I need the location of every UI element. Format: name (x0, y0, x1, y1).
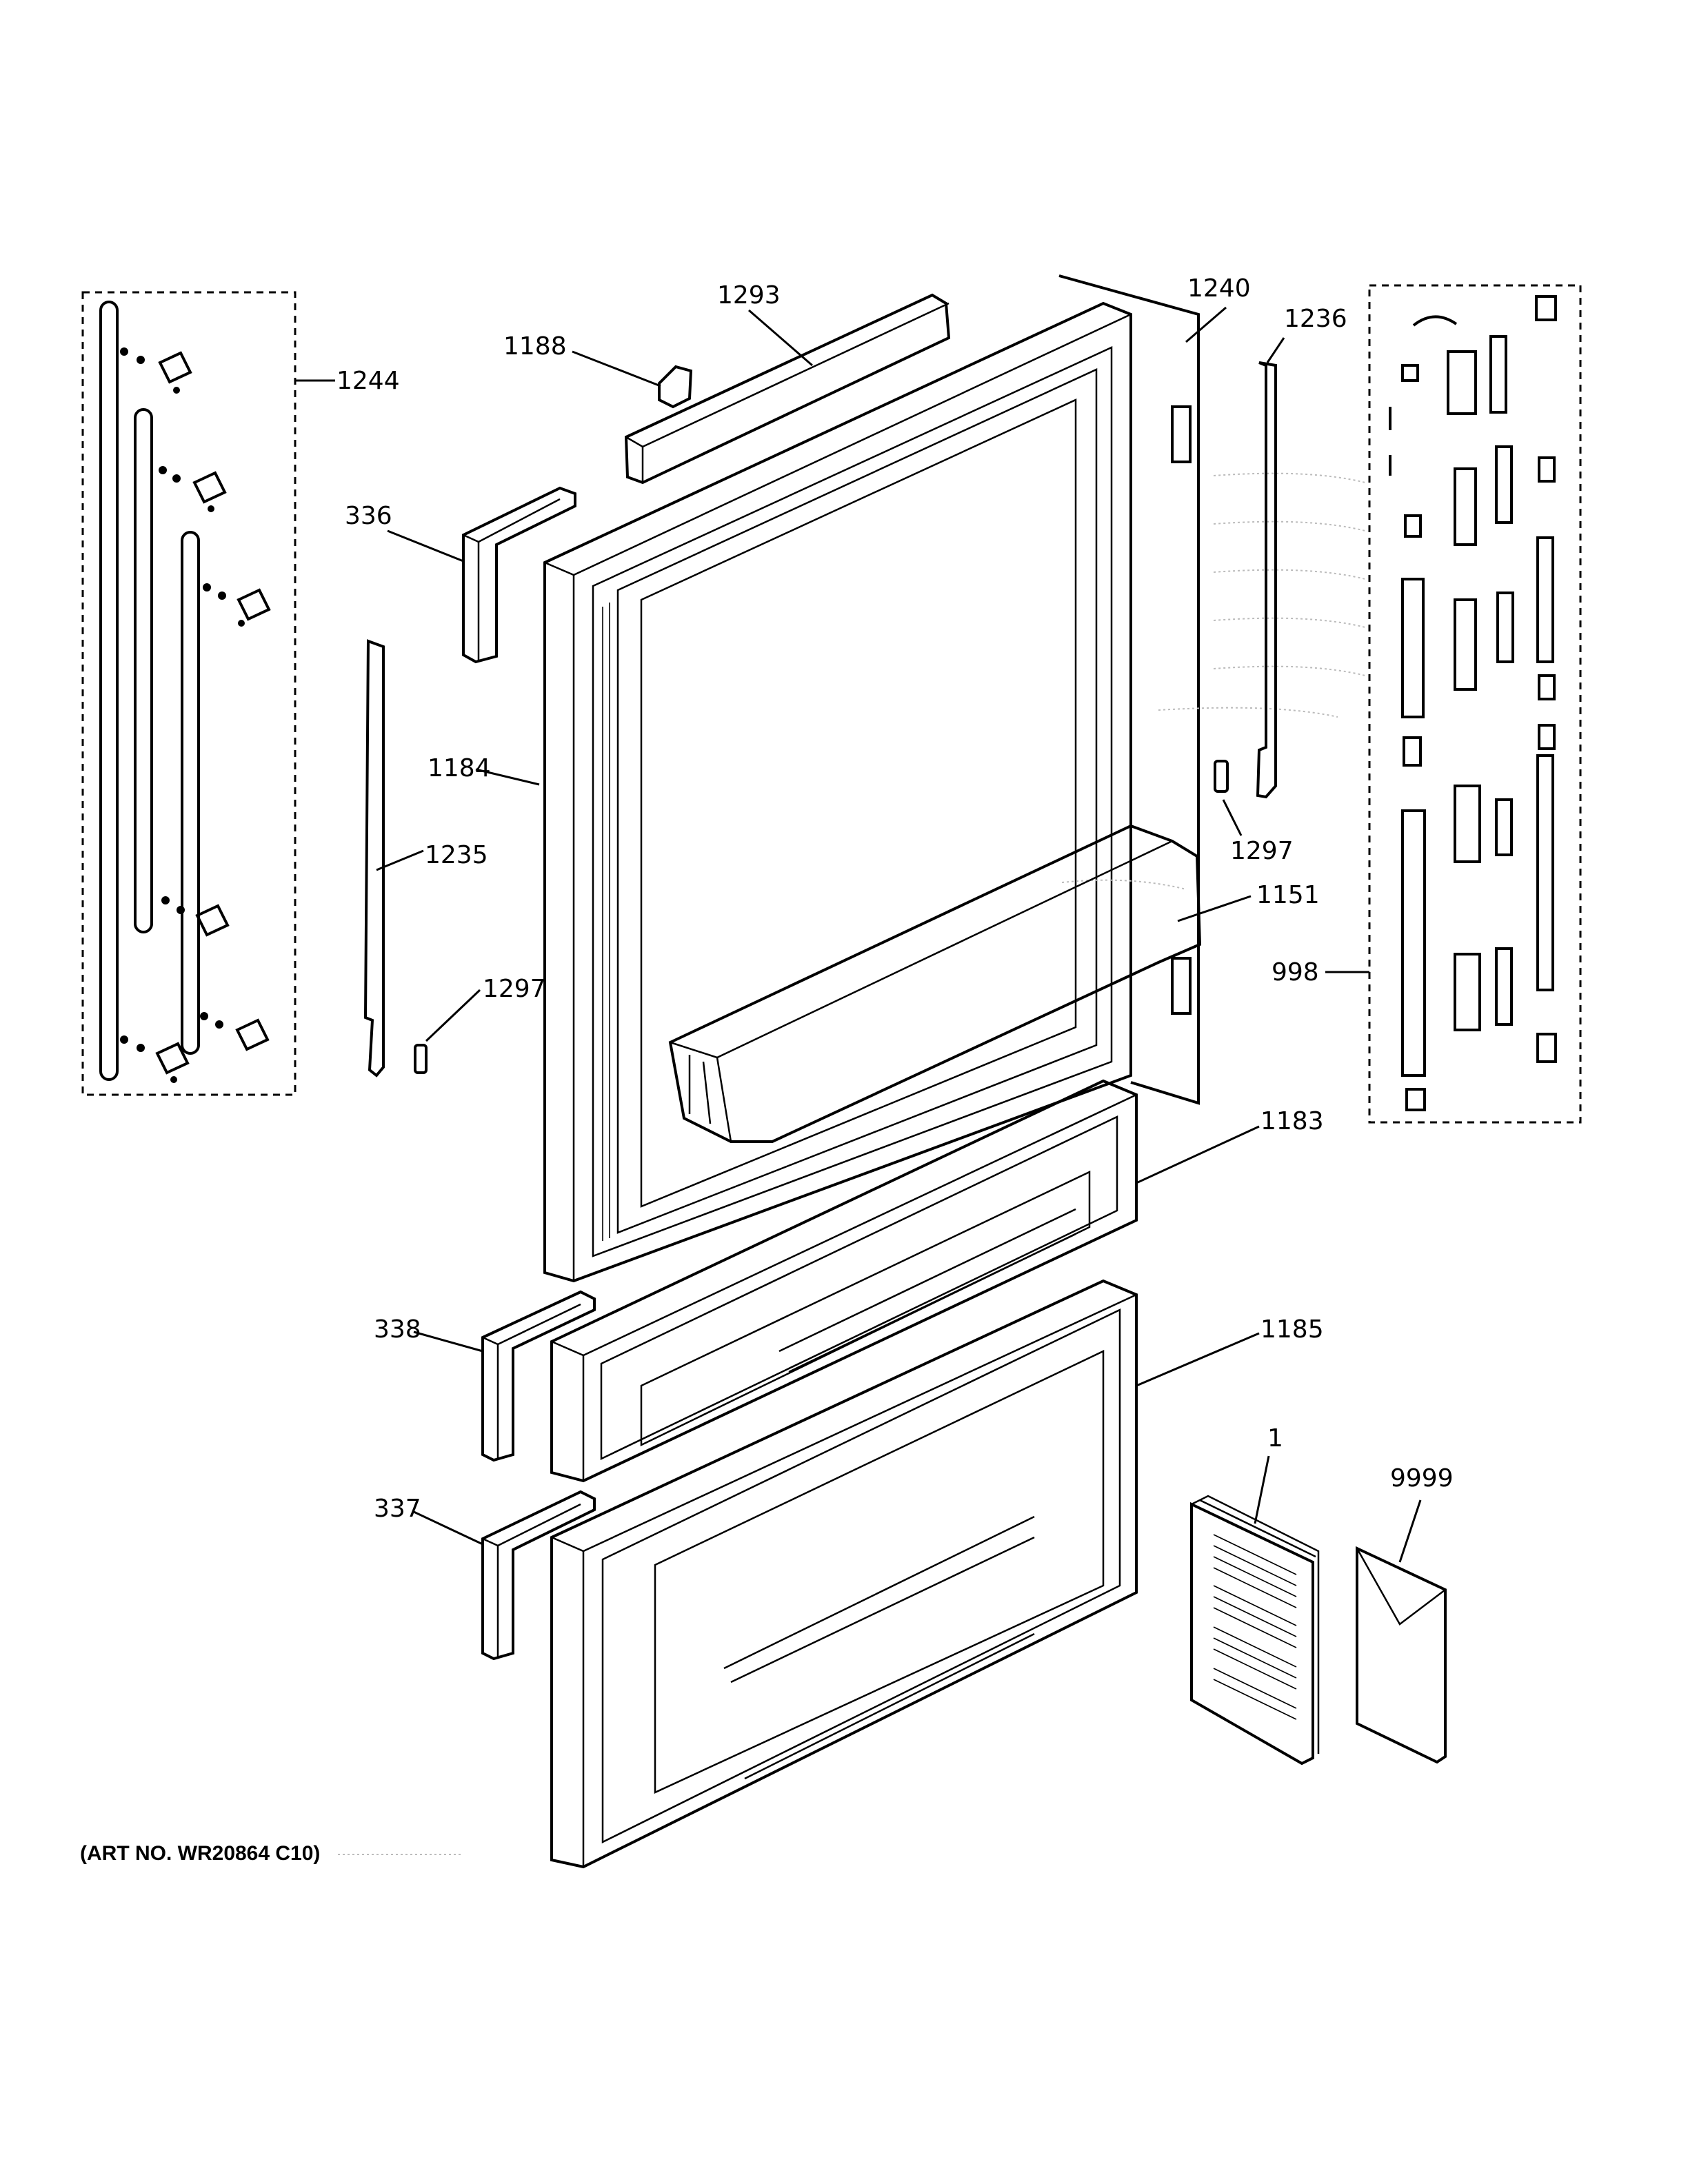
label-1183: 1183 (1260, 1107, 1324, 1135)
corner-trim-338 (413, 1290, 596, 1462)
standoff-top (120, 347, 192, 394)
label-1297-right: 1297 (1230, 837, 1294, 865)
standoff-4 (161, 896, 230, 937)
clip-1297-right (1214, 760, 1243, 836)
hardware-kit-998 (1325, 284, 1582, 1124)
label-1235: 1235 (425, 841, 488, 869)
hinge-parts (1389, 295, 1557, 1111)
label-1151: 1151 (1256, 881, 1320, 909)
top-trim-1293 (624, 293, 951, 485)
strip-1236 (1256, 337, 1285, 799)
manual-text-lines (1213, 1534, 1297, 1720)
label-336: 336 (345, 502, 392, 530)
corner-trim-337 (412, 1490, 596, 1661)
standoff-5 (200, 1012, 270, 1051)
label-1: 1 (1267, 1424, 1283, 1453)
handle-kit-1244 (81, 291, 335, 1096)
standoff-3 (203, 583, 271, 627)
label-1188: 1188 (503, 332, 567, 361)
upper-door-frame-1184 (475, 274, 1227, 1283)
label-1244: 1244 (336, 367, 400, 395)
label-1240: 1240 (1187, 274, 1251, 303)
label-1185: 1185 (1260, 1315, 1324, 1344)
panel-shading (1061, 472, 1366, 890)
strip-1235 (363, 639, 424, 1078)
standoff-2 (159, 466, 227, 512)
art-number: (ART NO. WR20864 C10) (80, 1842, 320, 1865)
standoff-6 (120, 1035, 190, 1083)
label-998: 998 (1272, 958, 1319, 987)
owner-manual-1 (1190, 1455, 1320, 1766)
drawer-front-1183 (550, 1079, 1260, 1483)
label-1184: 1184 (428, 754, 491, 782)
label-1236: 1236 (1284, 305, 1347, 333)
gasket-left (602, 603, 610, 1241)
corner-trim-336 (387, 486, 576, 664)
label-337: 337 (374, 1495, 421, 1523)
label-1293: 1293 (717, 281, 781, 310)
clip-1297-left (414, 989, 481, 1074)
door-bin-1151 (668, 824, 1252, 1143)
clip-1188 (572, 350, 693, 409)
label-1297-left: 1297 (483, 975, 546, 1003)
label-338: 338 (374, 1315, 421, 1344)
envelope-9999 (1356, 1499, 1447, 1764)
drawer-front-1185 (550, 1279, 1260, 1869)
label-9999: 9999 (1390, 1464, 1454, 1493)
